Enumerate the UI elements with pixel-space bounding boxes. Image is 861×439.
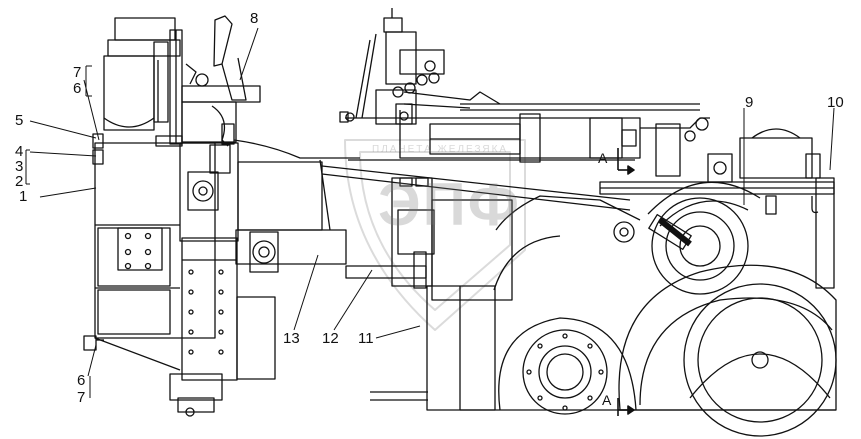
drive-wheel [618, 264, 837, 437]
callout-5: 5 [15, 112, 24, 129]
callout-7-top: 7 [73, 64, 82, 81]
valve-control-assembly [375, 8, 501, 125]
callout-2: 2 [15, 173, 24, 190]
main-housing [83, 133, 276, 417]
idler-wheel [493, 195, 641, 415]
leader-lines [25, 27, 835, 398]
callout-9: 9 [745, 94, 754, 111]
section-a-top-marker [617, 148, 635, 175]
final-drive-housing [599, 128, 835, 295]
section-mark-a-top: A [598, 150, 608, 166]
linkage-rods [321, 33, 635, 211]
callout-7-bottom: 7 [77, 389, 86, 406]
callout-6-bottom: 6 [77, 372, 86, 389]
callout-6-top: 6 [73, 80, 82, 97]
callout-11: 11 [358, 330, 374, 347]
callout-13: 13 [283, 330, 300, 347]
hydraulic-cylinder [399, 103, 710, 177]
callout-8: 8 [250, 10, 259, 27]
control-lever-assembly [181, 15, 360, 159]
callout-4: 4 [15, 143, 24, 160]
section-a-bottom-marker [617, 398, 635, 416]
base-line [370, 391, 836, 411]
callout-3: 3 [15, 158, 24, 175]
watermark-text: ПЛАНЕТА ЖЕЛЕЗЯКА [372, 144, 509, 155]
oil-filter-assembly [103, 17, 183, 147]
callout-1: 1 [19, 188, 28, 205]
section-mark-a-bottom: A [602, 392, 612, 408]
watermark-emblem [344, 139, 526, 331]
callout-12: 12 [322, 330, 339, 347]
callout-10: 10 [827, 94, 844, 111]
watermark-logo: ЭПФ [378, 171, 522, 238]
